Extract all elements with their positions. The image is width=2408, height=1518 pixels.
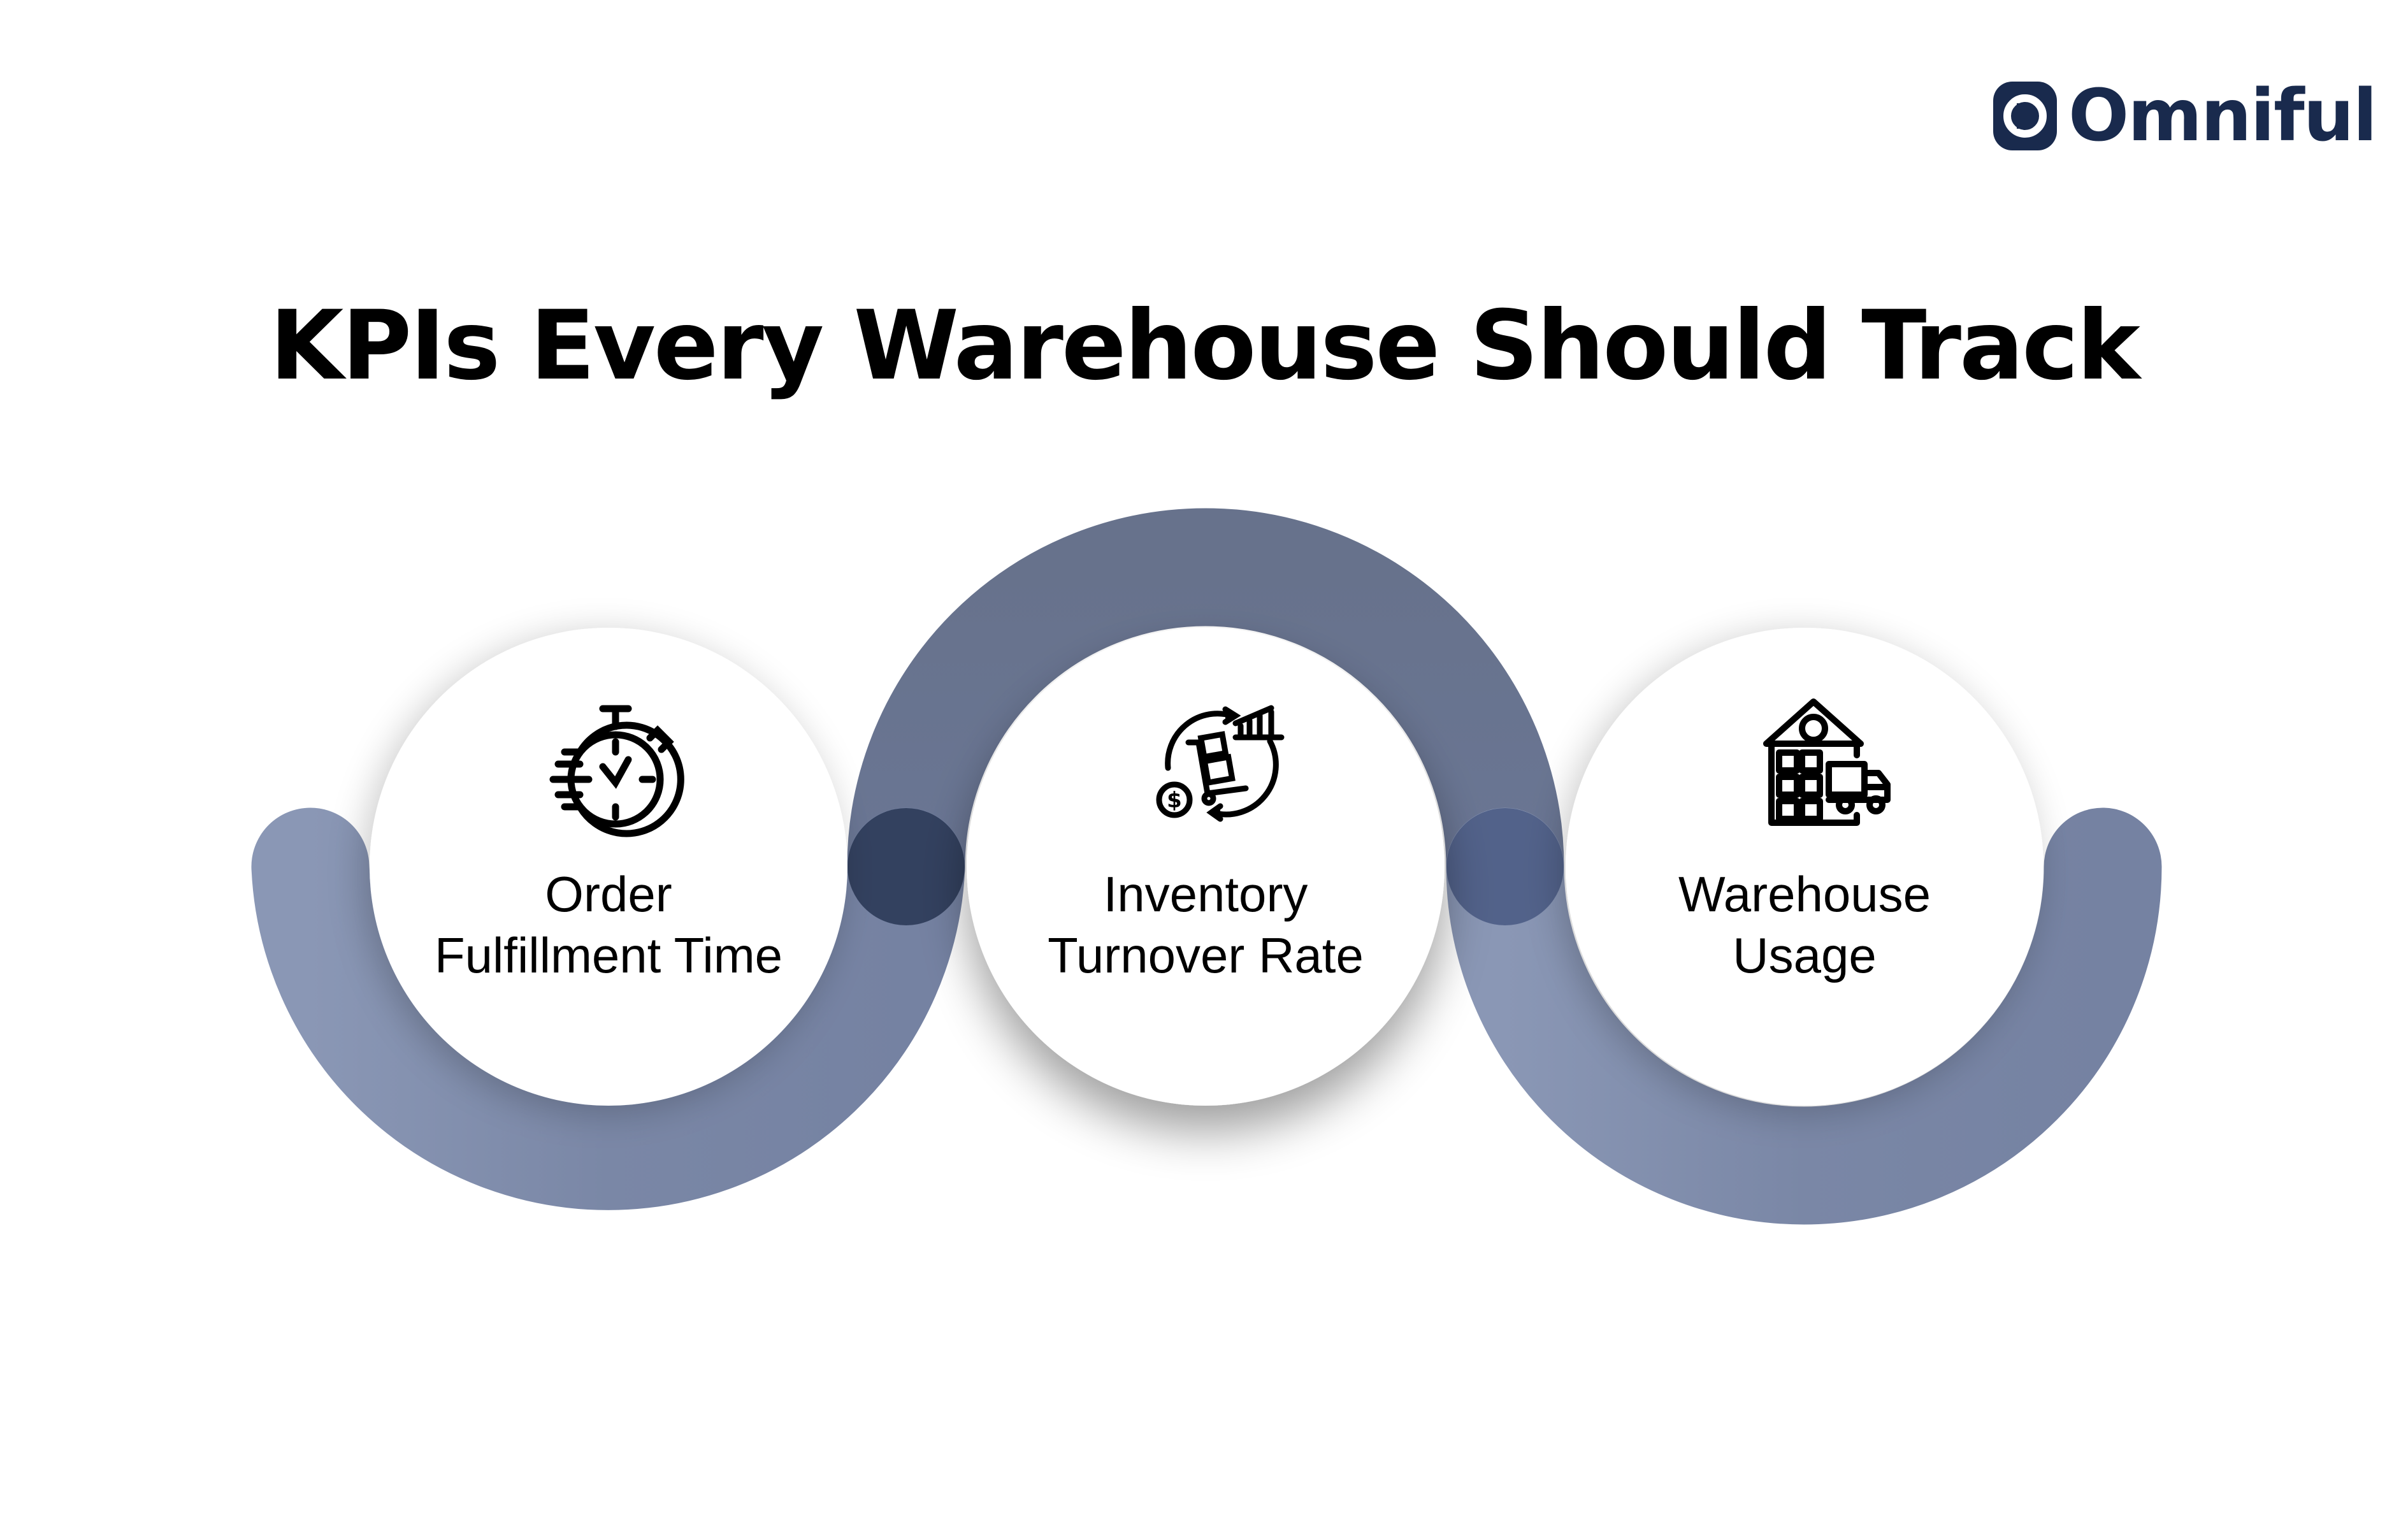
- left-arc: [251, 807, 965, 1210]
- kpi-circle-1: [370, 628, 847, 1106]
- kpi-label-warehouse-usage: Warehouse Usage: [1582, 864, 2028, 986]
- stopwatch-icon: [549, 705, 684, 837]
- svg-text:$: $: [1167, 788, 1182, 813]
- kpi-label-inventory-turnover: Inventory Turnover Rate: [983, 864, 1429, 986]
- brand-name: Omniful: [2068, 75, 2377, 157]
- kpi-label-line1: Order: [545, 866, 672, 922]
- connector-dot-right: [1446, 808, 1564, 925]
- kpi-label-line1: Warehouse: [1678, 866, 1931, 922]
- page-title: KPIs Every Warehouse Should Track: [270, 291, 2140, 401]
- kpi-label-line2: Usage: [1733, 927, 1877, 983]
- right-arc: [1446, 807, 2162, 1225]
- kpi-circle-2: [967, 628, 1445, 1106]
- connector-dot-left: [847, 808, 965, 925]
- kpi-label-line2: Fulfillment Time: [434, 927, 783, 983]
- brand-logo: Omniful: [1993, 75, 2377, 157]
- kpi-circle-3: [1566, 628, 2044, 1106]
- omniful-logo-icon: [1993, 82, 2057, 150]
- middle-arc: [847, 508, 1564, 926]
- warehouse-truck-icon: [1763, 698, 1891, 826]
- kpi-label-line1: Inventory: [1103, 866, 1308, 922]
- kpi-label-line2: Turnover Rate: [1048, 927, 1364, 983]
- kpi-label-order-fulfillment: Order Fulfillment Time: [386, 864, 832, 986]
- inventory-cycle-icon: $: [1156, 705, 1285, 822]
